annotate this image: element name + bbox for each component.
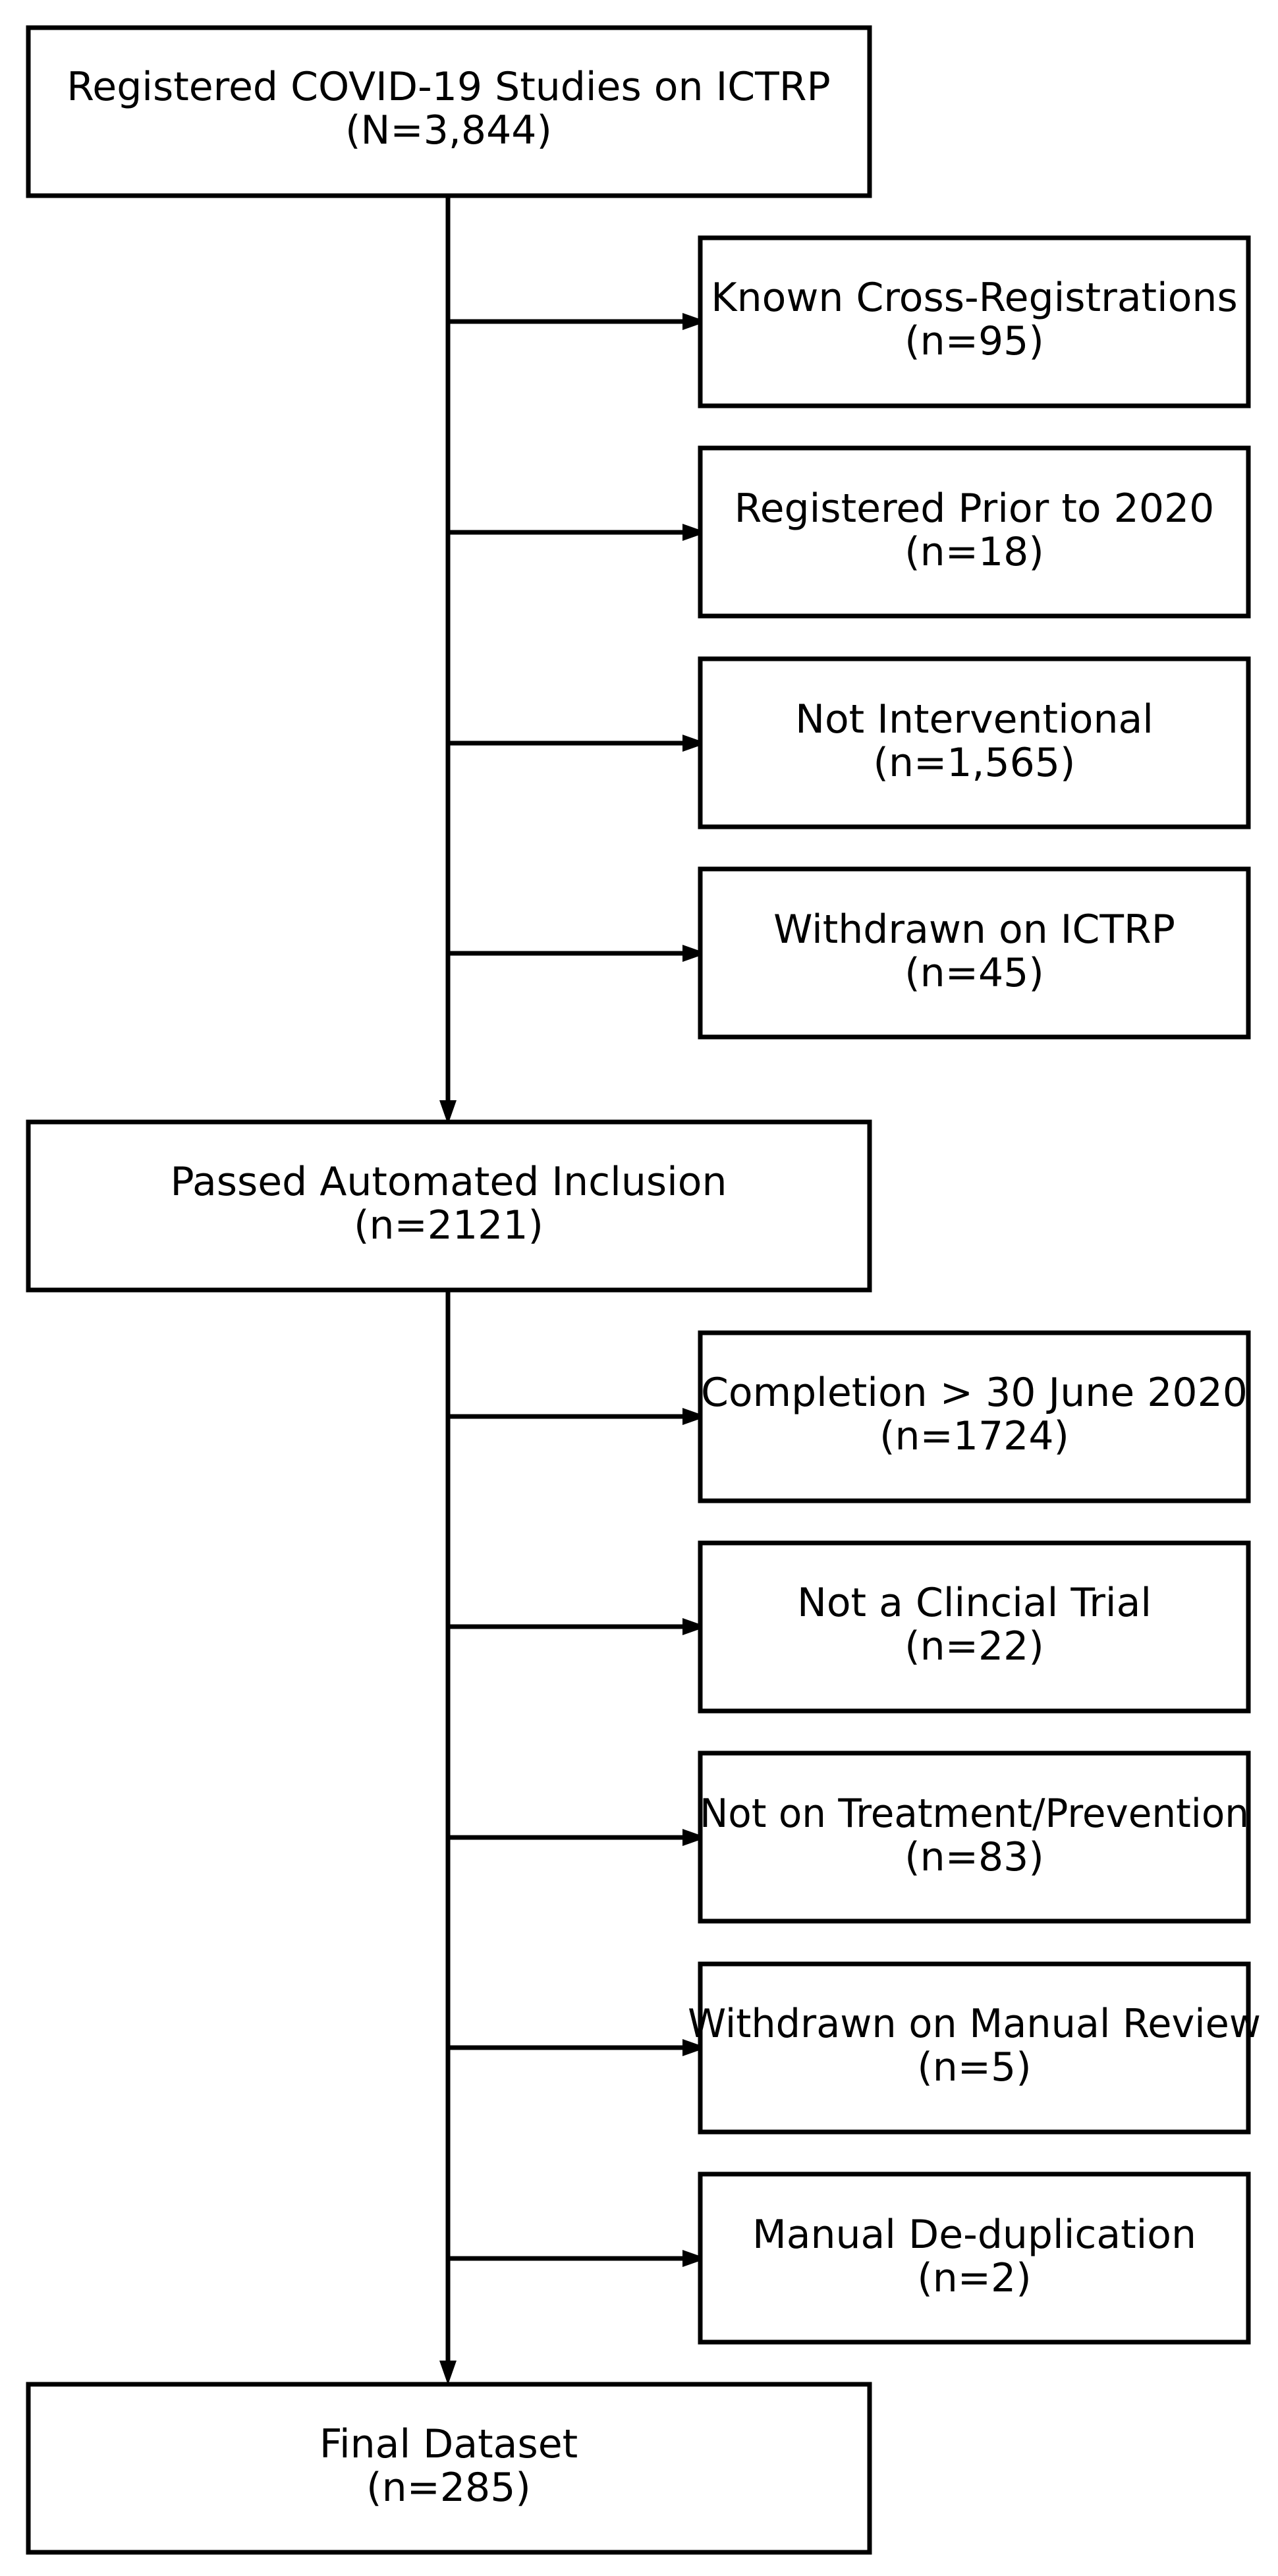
box-deduplication-title: Manual De-duplication	[752, 2212, 1196, 2258]
box-registered-studies-count: (N=3,844)	[345, 107, 552, 154]
box-passed-automated-inclusion-count: (n=2121)	[354, 1202, 543, 1248]
box-passed-automated-inclusion: Passed Automated Inclusion (n=2121)	[26, 1119, 872, 1293]
trunk-arrowhead-lower	[439, 2361, 457, 2385]
exclusion-branch-cross-registrations	[448, 313, 707, 330]
box-deduplication: Manual De-duplication (n=2)	[698, 2171, 1251, 2345]
exclusion-branch-not-treatment	[448, 1829, 707, 1846]
box-withdrawn-ictrp: Withdrawn on ICTRP (n=45)	[698, 866, 1251, 1040]
box-final-dataset: Final Dataset (n=285)	[26, 2382, 872, 2555]
box-prior-2020: Registered Prior to 2020 (n=18)	[698, 445, 1251, 619]
box-not-clinical-trial-title: Not a Clincial Trial	[797, 1580, 1152, 1626]
box-withdrawn-ictrp-count: (n=45)	[904, 950, 1043, 996]
exclusion-branch-not-clinical-trial	[448, 1618, 707, 1635]
box-prior-2020-title: Registered Prior to 2020	[735, 486, 1215, 532]
box-final-dataset-title: Final Dataset	[320, 2421, 578, 2467]
box-prior-2020-count: (n=18)	[904, 529, 1043, 575]
exclusion-branch-completion-date	[448, 1408, 707, 1425]
exclusion-branch-deduplication	[448, 2250, 707, 2267]
box-passed-automated-inclusion-title: Passed Automated Inclusion	[170, 1159, 727, 1205]
box-cross-registrations: Known Cross-Registrations (n=95)	[698, 235, 1251, 408]
exclusion-branch-withdrawn-manual	[448, 2039, 707, 2056]
box-withdrawn-ictrp-title: Withdrawn on ICTRP	[773, 907, 1175, 953]
box-completion-date-title: Completion > 30 June 2020	[701, 1370, 1248, 1416]
box-withdrawn-manual-count: (n=5)	[917, 2044, 1031, 2090]
box-registered-studies-title: Registered COVID-19 Studies on ICTRP	[67, 64, 830, 110]
box-not-interventional-count: (n=1,565)	[874, 740, 1076, 786]
box-withdrawn-manual: Withdrawn on Manual Review (n=5)	[688, 1961, 1261, 2135]
box-not-interventional: Not Interventional (n=1,565)	[698, 656, 1251, 829]
exclusion-branch-prior-2020	[448, 524, 707, 541]
box-registered-studies: Registered COVID-19 Studies on ICTRP (N=…	[26, 25, 872, 198]
box-completion-date: Completion > 30 June 2020 (n=1724)	[698, 1330, 1251, 1503]
box-not-interventional-title: Not Interventional	[795, 696, 1153, 742]
box-not-treatment-title: Not on Treatment/Prevention	[700, 1791, 1249, 1837]
box-not-clinical-trial-count: (n=22)	[904, 1623, 1043, 1669]
exclusion-branch-withdrawn-ictrp	[448, 945, 707, 962]
box-withdrawn-manual-title: Withdrawn on Manual Review	[688, 2001, 1261, 2047]
box-completion-date-count: (n=1724)	[879, 1413, 1069, 1459]
box-final-dataset-count: (n=285)	[366, 2465, 531, 2511]
box-not-treatment-count: (n=83)	[904, 1834, 1043, 1880]
trunk-arrowhead-upper	[439, 1100, 457, 1125]
box-cross-registrations-title: Known Cross-Registrations	[711, 275, 1237, 321]
box-not-treatment: Not on Treatment/Prevention (n=83)	[698, 1750, 1251, 1924]
box-cross-registrations-count: (n=95)	[904, 318, 1043, 364]
box-not-clinical-trial: Not a Clincial Trial (n=22)	[698, 1540, 1251, 1714]
box-deduplication-count: (n=2)	[917, 2255, 1031, 2301]
exclusion-branch-not-interventional	[448, 735, 707, 752]
